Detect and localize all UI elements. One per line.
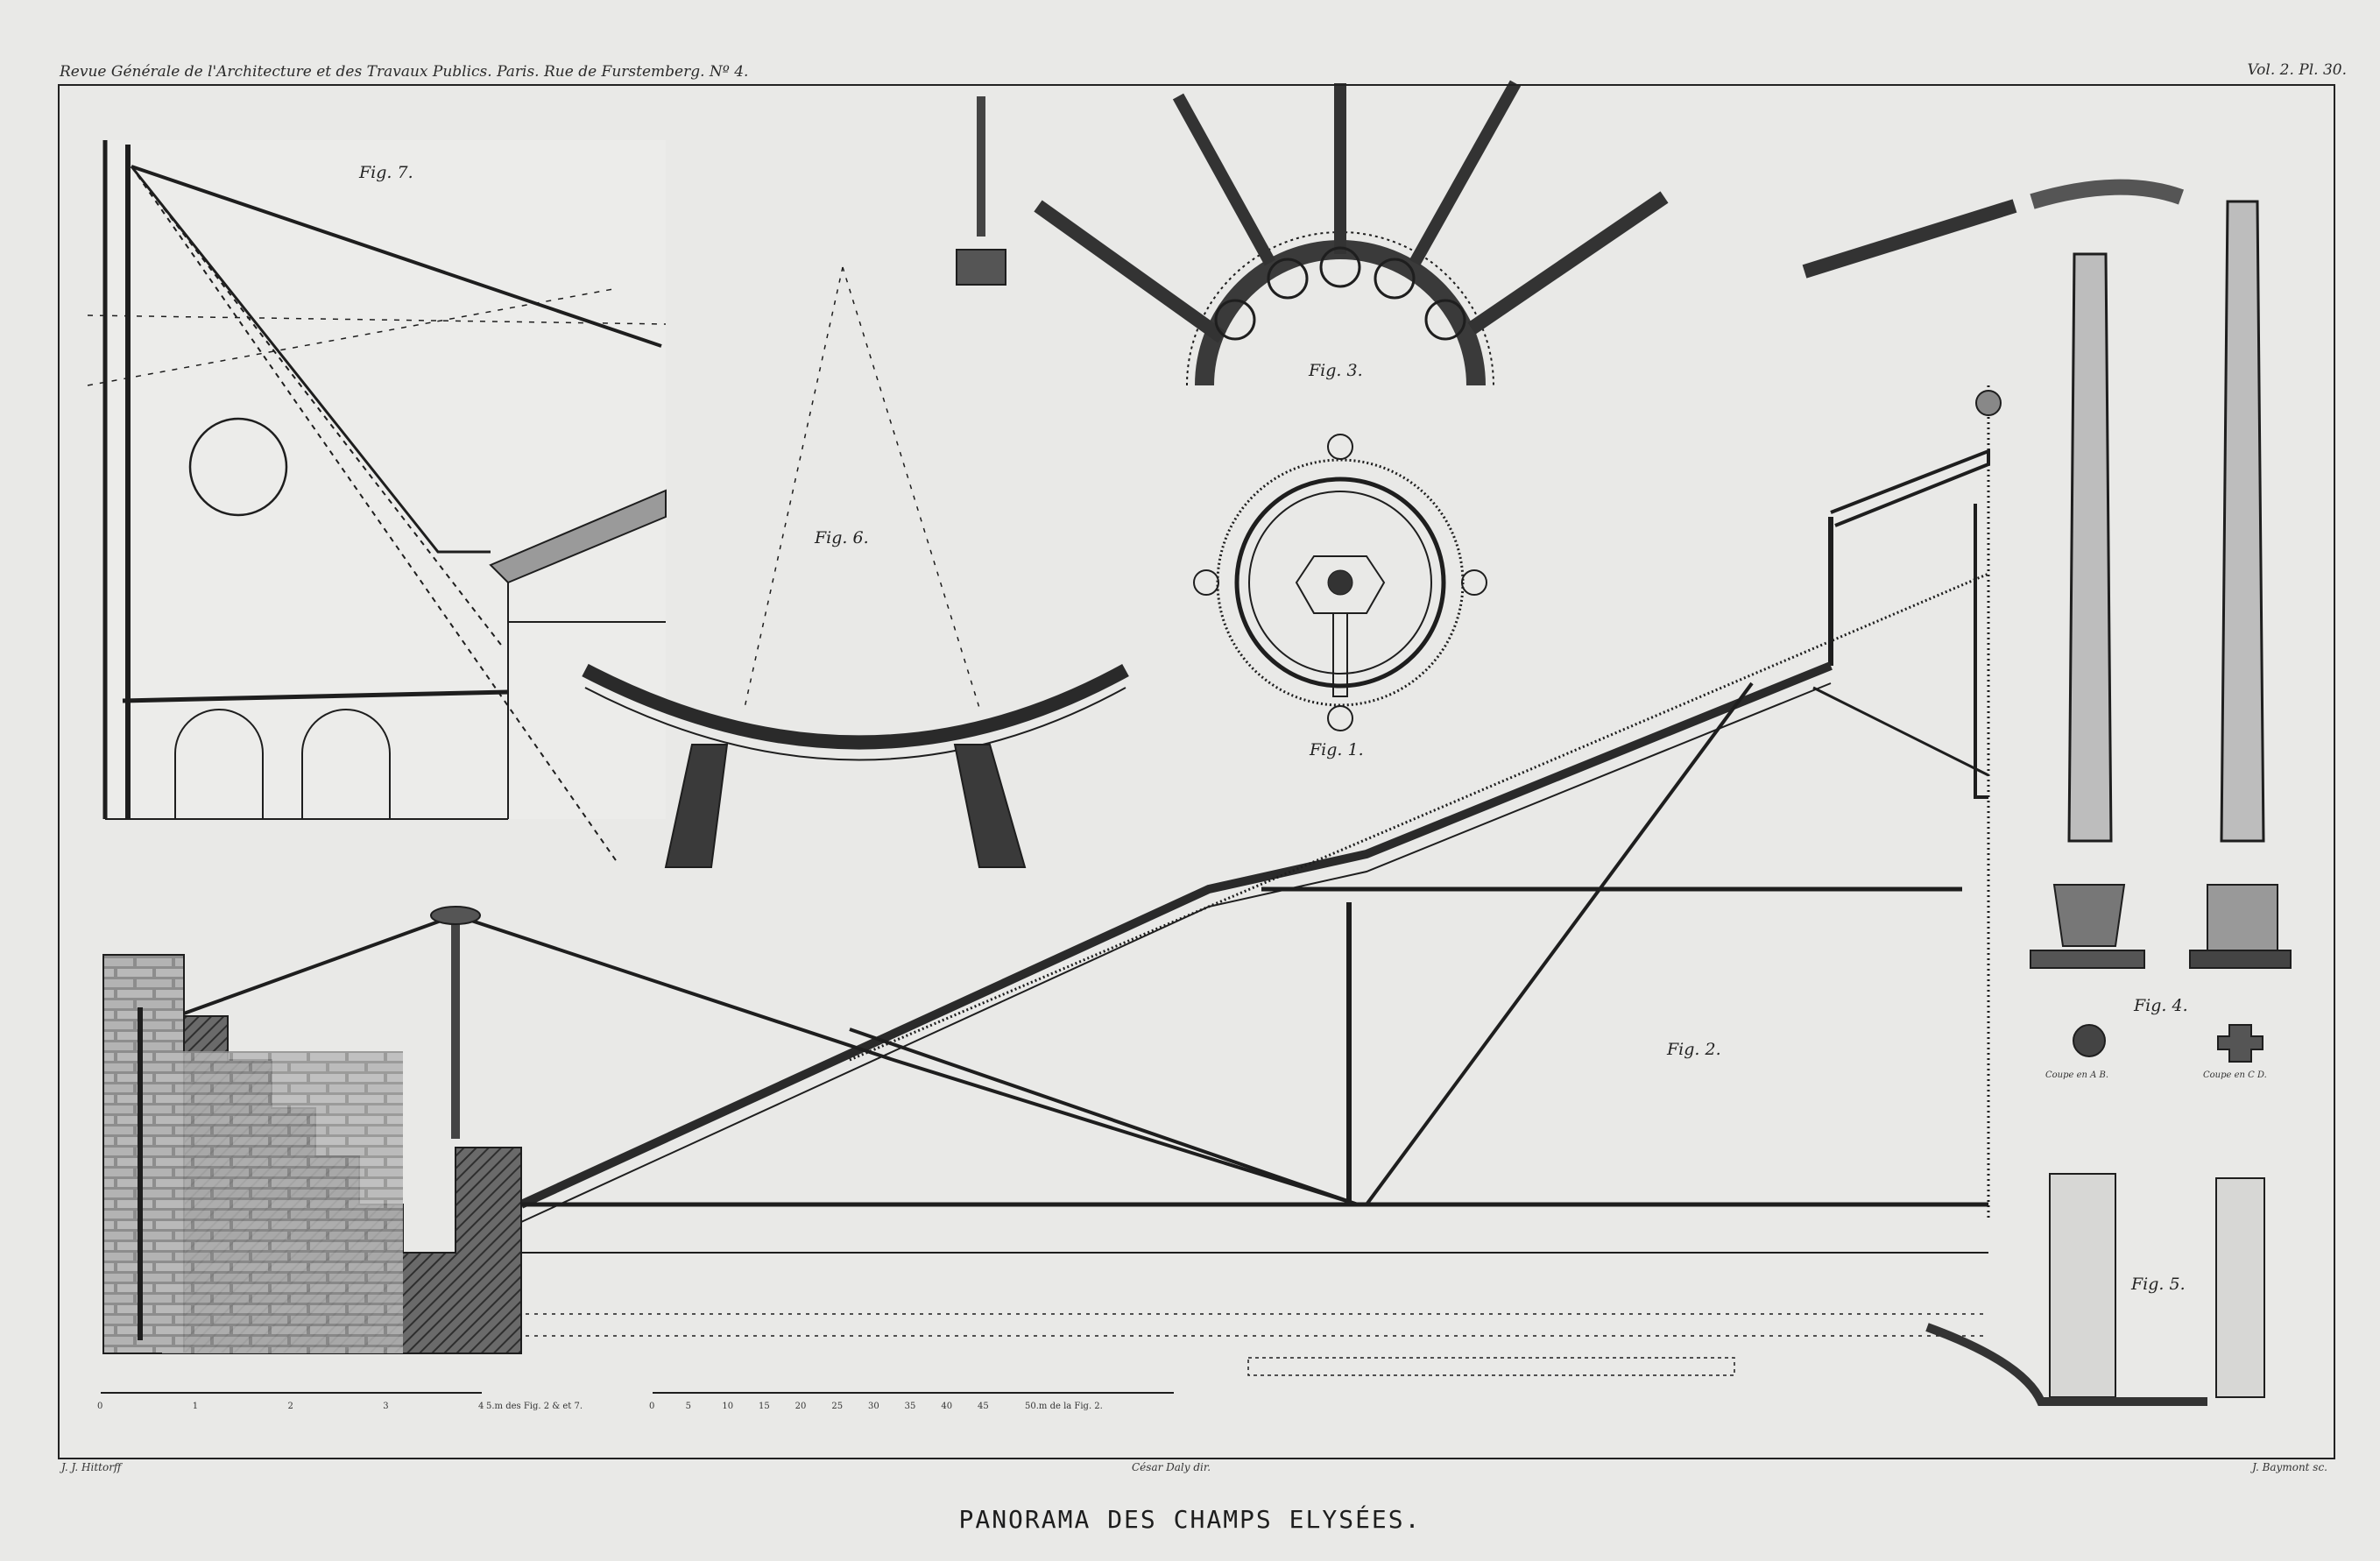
figure-2-main-truss	[139, 385, 2002, 1376]
figure-1-plan	[1193, 434, 1487, 731]
scale-tick-label: 2	[287, 1402, 293, 1411]
figure-1-label: Fig. 1.	[1310, 740, 1364, 759]
credit-director: César Daly dir.	[1132, 1461, 1211, 1473]
credit-architect: J. J. Hittorff	[61, 1461, 122, 1473]
plate-border	[58, 84, 2335, 1459]
scale-right-caption: 50.m de la Fig. 2.	[1025, 1402, 1103, 1411]
scale-tick-label: 30	[868, 1402, 879, 1411]
scale-left-caption: 5.m des Fig. 2 & et 7.	[486, 1402, 583, 1411]
figure-7-wall-section	[87, 140, 667, 864]
figure-6-ring-beam	[582, 266, 1129, 868]
scale-tick-label: 35	[904, 1402, 916, 1411]
figure-5-timber	[1925, 1173, 2265, 1406]
header-journal: Revue Générale de l'Architecture et des …	[60, 63, 749, 81]
scale-tick-label: 25	[831, 1402, 844, 1411]
scale-tick-label: 45	[978, 1402, 989, 1411]
masonry-tiers	[102, 954, 522, 1354]
figure-3-crown-ring	[956, 80, 1669, 386]
figure-4-posts	[1802, 179, 2292, 1063]
scale-tick-label: 10	[722, 1402, 734, 1411]
figure-7-label: Fig. 7.	[359, 163, 413, 182]
scale-tick-label: 4	[478, 1402, 484, 1411]
scale-tick-label: 20	[795, 1402, 807, 1411]
figure-4-label: Fig. 4.	[2134, 996, 2188, 1015]
scale-tick-label: 0	[97, 1402, 103, 1411]
section-cd-label: Coupe en C D.	[2203, 1070, 2267, 1080]
header-volume-plate: Vol. 2. Pl. 30.	[2247, 61, 2347, 79]
figure-3-label: Fig. 3.	[1309, 361, 1363, 380]
credit-engraver: J. Baymont sc.	[2252, 1461, 2327, 1473]
scale-tick-label: 5	[685, 1402, 692, 1411]
scale-tick-label: 3	[383, 1402, 389, 1411]
figure-2-label: Fig. 2.	[1667, 1040, 1721, 1059]
figure-6-label: Fig. 6.	[815, 528, 869, 547]
plate-title: PANORAMA DES CHAMPS ELYSÉES.	[958, 1505, 1422, 1534]
figure-5-label: Fig. 5.	[2131, 1275, 2186, 1294]
scale-tick-label: 15	[759, 1402, 770, 1411]
section-ab-label: Coupe en A B.	[2045, 1070, 2109, 1080]
scale-tick-label: 0	[649, 1402, 655, 1411]
scale-tick-label: 1	[192, 1402, 199, 1411]
scale-tick-label: 40	[941, 1402, 953, 1411]
